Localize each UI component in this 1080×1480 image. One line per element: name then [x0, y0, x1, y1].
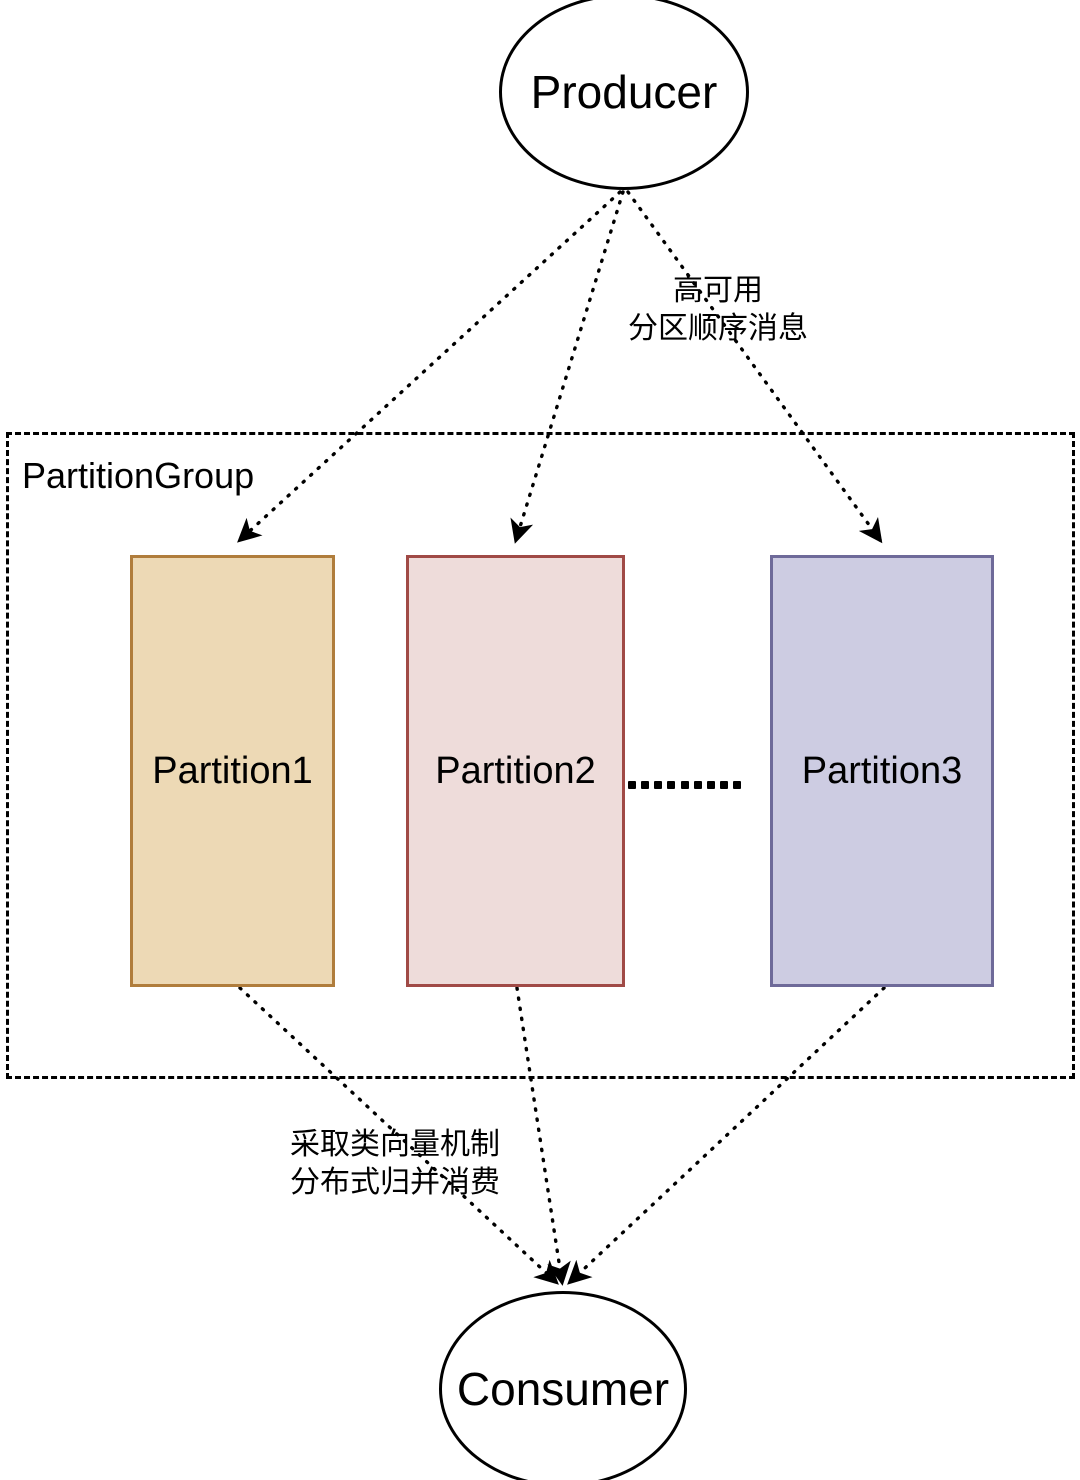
consumer-edge-label: 采取类向量机制 分布式归并消费	[290, 1128, 500, 1200]
producer-node[interactable]: Producer	[499, 0, 749, 190]
consumer-label: Consumer	[456, 1363, 670, 1415]
producer-label: Producer	[530, 66, 718, 118]
partition-group-label: PartitionGroup	[22, 455, 255, 496]
partition-label-3: Partition3	[801, 750, 963, 792]
partition-ellipsis-dots	[628, 779, 741, 791]
partition-label-2: Partition2	[435, 750, 596, 792]
partition-box-1[interactable]: Partition1	[130, 555, 335, 987]
partition-label-1: Partition1	[152, 750, 313, 792]
partition-box-2[interactable]: Partition2	[406, 555, 625, 987]
producer-edge-label: 高可用 分区顺序消息	[628, 274, 808, 346]
consumer-node[interactable]: Consumer	[439, 1291, 687, 1480]
partition-box-3[interactable]: Partition3	[770, 555, 994, 987]
